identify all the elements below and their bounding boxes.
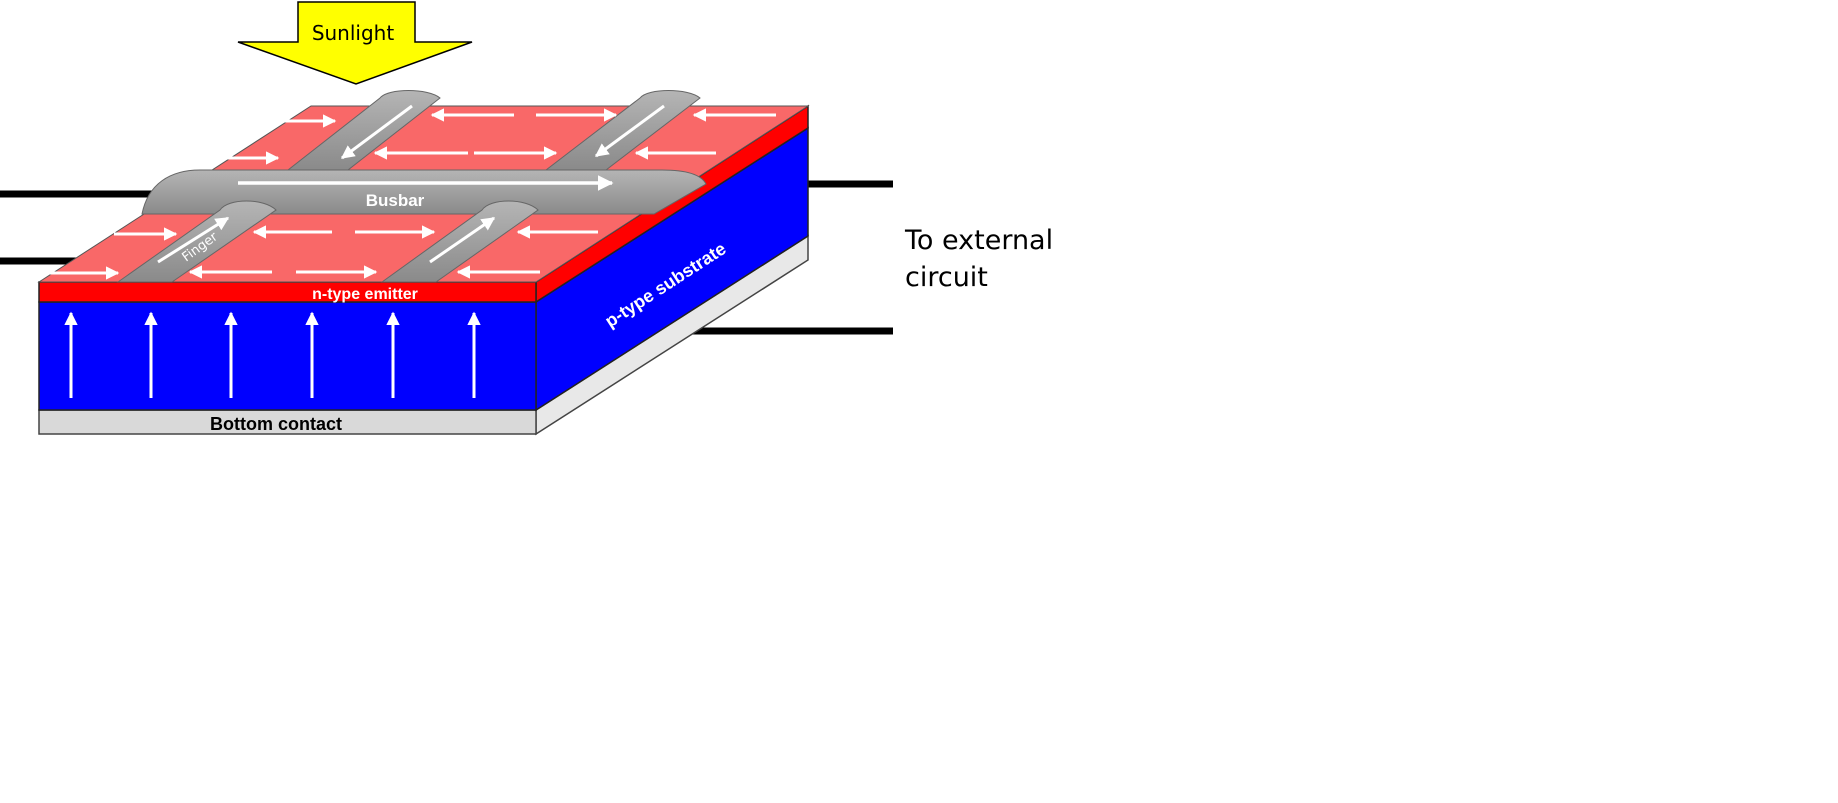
external-circuit-line1: To external	[905, 225, 1054, 256]
external-circuit-label: To external circuit	[905, 222, 1053, 296]
sunlight-arrow-shape	[237, 1, 473, 85]
sunlight-arrow: Sunlight	[237, 1, 473, 85]
back-surface-arrows	[225, 104, 776, 165]
emitter-label: n-type emitter	[312, 286, 418, 303]
finger-arrow	[429, 216, 496, 264]
bottom-contact-front	[38, 409, 537, 435]
external-circuit-line2: circuit	[905, 262, 988, 293]
busbar: Busbar	[141, 169, 707, 215]
busbar-label: Busbar	[366, 191, 425, 210]
sunlight-label: Sunlight	[312, 21, 395, 45]
finger-back-1	[286, 90, 441, 171]
bottom-contact-label: Bottom contact	[210, 414, 342, 434]
finger-arrow	[157, 216, 230, 264]
finger-front-1	[116, 200, 277, 283]
substrate-current-arrows	[64, 311, 481, 398]
bottom-contact-layer: Bottom contact	[38, 234, 809, 436]
busbar-shape	[141, 169, 707, 215]
finger-arrow	[340, 104, 413, 160]
finger-arrow	[594, 104, 665, 158]
finger-back-2	[544, 90, 701, 171]
emitter-front	[38, 281, 537, 303]
back-fingers	[286, 90, 701, 171]
front-surface-arrows	[50, 216, 598, 280]
substrate-front	[38, 301, 537, 411]
